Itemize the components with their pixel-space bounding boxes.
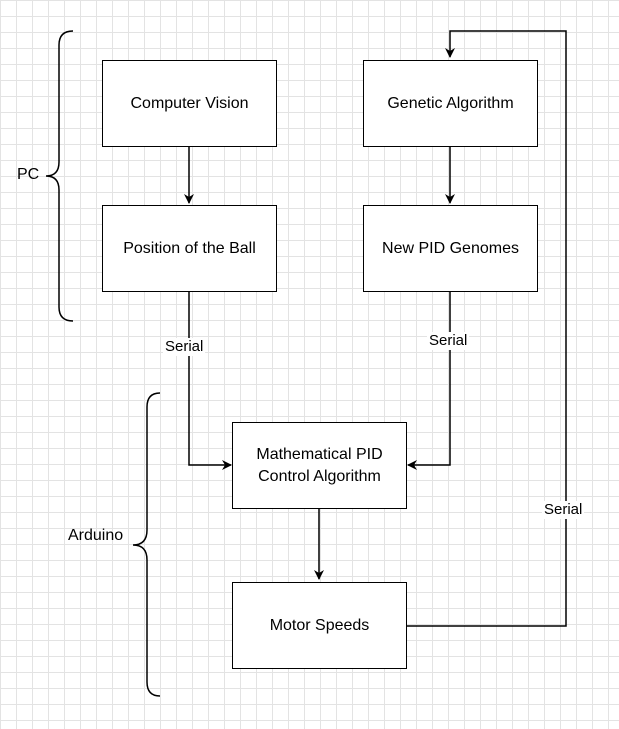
edge-label-serial-middle: Serial	[427, 332, 470, 350]
node-mathematical-pid[interactable]: Mathematical PID Control Algorithm	[232, 422, 407, 509]
edge-genomes-to-pid	[407, 292, 451, 470]
group-label-arduino: Arduino	[68, 527, 124, 544]
node-computer-vision[interactable]: Computer Vision	[102, 60, 277, 147]
edge-position-to-pid	[188, 292, 232, 470]
group-label-pc: PC	[17, 166, 40, 183]
node-genetic-algorithm[interactable]: Genetic Algorithm	[363, 60, 538, 147]
node-motor-speeds[interactable]: Motor Speeds	[232, 582, 407, 669]
edge-motor-to-ga	[407, 30, 567, 627]
edge-label-serial-right: Serial	[542, 501, 585, 519]
edge-label-serial-left: Serial	[163, 338, 206, 356]
pc-brace	[45, 30, 74, 322]
node-position-of-ball[interactable]: Position of the Ball	[102, 205, 277, 292]
arduino-brace	[132, 392, 161, 697]
node-new-pid-genomes[interactable]: New PID Genomes	[363, 205, 538, 292]
